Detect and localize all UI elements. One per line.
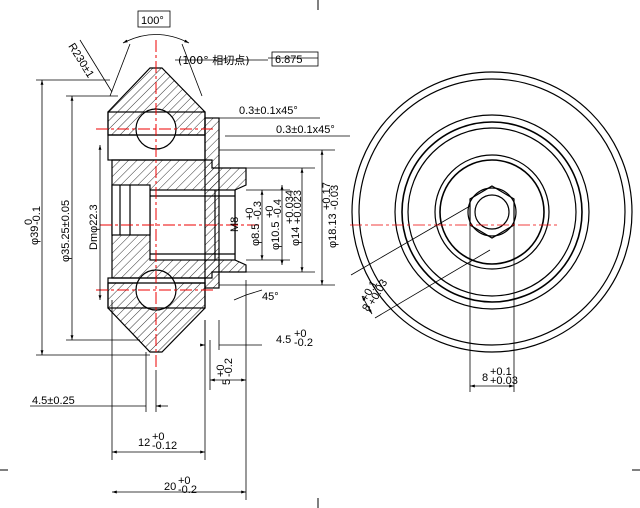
hub-circle: [434, 154, 550, 270]
center-lines: [96, 40, 262, 370]
width-20-tol-upper: +0: [178, 475, 191, 487]
front-view: [351, 71, 633, 353]
dia-bore-label: φ8.5: [250, 224, 262, 246]
tangent-note: (100° 相切点): [178, 54, 250, 67]
hex-side-label: 8: [360, 302, 373, 313]
width-5-label: 5: [221, 379, 233, 385]
hub-flange: [204, 117, 220, 289]
dia-bore-group: φ8.5 +0 -0.3: [244, 201, 264, 246]
width-45-tol-lower: -0.2: [294, 337, 313, 349]
dia-boss-tol-upper: +0: [264, 205, 276, 218]
width-12-tol-upper: +0: [152, 431, 165, 443]
offset-45-label: 4.5±0.25: [32, 395, 75, 407]
width-12-label: 12: [138, 437, 150, 449]
dia-1813-group: φ18.13 +0.17 -0.03: [321, 182, 341, 248]
bore-circle: [467, 187, 517, 237]
dia-outer-tol-lower: -0.1: [31, 206, 43, 225]
dia-14-group: φ14 +0.034 +0.023: [284, 190, 304, 246]
width-45-label: 4.5: [276, 334, 291, 346]
dia-bore-tol-upper: +0: [244, 207, 256, 220]
tangent-value: 6.875: [275, 54, 303, 66]
width-5-tol-upper: +0: [215, 364, 227, 377]
dia-groove-label: φ35.25±0.05: [60, 200, 72, 262]
dia-14-tol-upper: +0.034: [284, 190, 296, 224]
angle-label: 100°: [141, 15, 164, 27]
dia-14-label: φ14: [290, 227, 302, 246]
dia-boss-group: φ10.5 +0 -0.4: [264, 199, 284, 250]
width-45-tol-upper: +0: [294, 328, 307, 340]
dia-1813-tol-upper: +0.17: [321, 182, 333, 210]
hex-front-tol-upper: +0.1: [490, 366, 512, 378]
dia-14-tol-lower: +0.023: [292, 190, 304, 224]
bore-counter: [111, 184, 151, 236]
width-20-tol-lower: -0.2: [178, 484, 197, 496]
hex-front-label: 8: [482, 372, 488, 384]
outer-rim: [351, 71, 633, 353]
front-dims: [350, 205, 515, 392]
width-45-group: 4.5 +0 -0.2: [276, 328, 313, 349]
width-20-group: 20 +0 -0.2: [164, 475, 197, 496]
hex-front-tol-lower: +0.03: [490, 375, 518, 387]
chamfer-45-label: 45°: [262, 291, 279, 303]
hex-front-group: 8 +0.1 +0.03: [482, 366, 518, 387]
dia-outer-group: φ39 0 -0.1: [23, 206, 43, 245]
dia-outer-label: φ39: [29, 226, 41, 245]
width-20-label: 20: [164, 481, 176, 493]
hex-socket: [469, 185, 515, 239]
width-12-tol-lower: -0.12: [152, 440, 177, 452]
dia-1813-label: φ18.13: [327, 213, 339, 248]
angle-box: [137, 10, 171, 28]
chamfer-inner-label: 0.3±0.1x45°: [276, 124, 335, 136]
dia-bore-tol-lower: -0.3: [252, 201, 264, 220]
width-12-group: 12 +0 -0.12: [138, 431, 177, 452]
dia-pitch-label: Dmφ22.3: [88, 204, 100, 250]
dia-outer-tol-upper: 0: [23, 219, 35, 225]
chamfer-outer-label: 0.3±0.1x45°: [239, 105, 298, 117]
dia-boss-label: φ10.5: [270, 221, 282, 250]
dia-1813-tol-lower: -0.03: [329, 185, 341, 210]
radius-label: R230±1: [65, 41, 96, 80]
section-view: [107, 67, 247, 353]
groove-circle: [394, 114, 590, 310]
hex-side-group: 8 +0.1 +0.03: [359, 277, 390, 313]
tangent-box: [271, 51, 319, 67]
dia-boss-tol-lower: -0.4: [272, 199, 284, 218]
dimension-lines: [30, 34, 350, 500]
width-5-tol-lower: -0.2: [223, 358, 235, 377]
width-5-group: 5 +0 -0.2: [215, 358, 235, 385]
thread-label: M8: [229, 217, 241, 232]
